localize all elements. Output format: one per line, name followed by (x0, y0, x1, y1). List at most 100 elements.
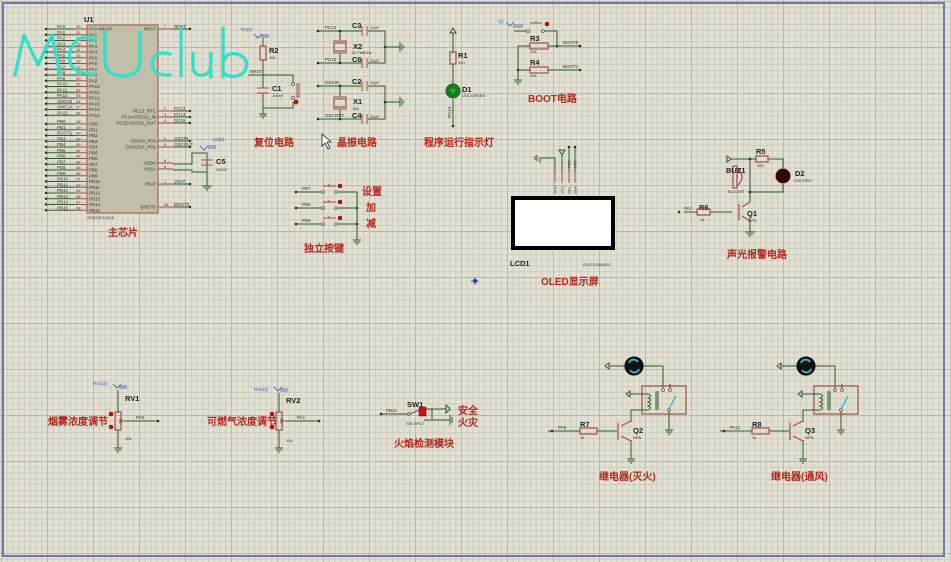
transistor-q1[interactable] (738, 201, 751, 222)
ground-icon (275, 447, 283, 453)
pin-number: 22 (76, 182, 81, 187)
q3-ref: Q3 (805, 426, 815, 435)
c5-probe-label: C5(2) (213, 137, 225, 142)
pot-rv2[interactable]: RV2(2) RV2 PA1 10k 可燃气浓度调节 (207, 386, 321, 453)
r2-ref: R2 (269, 46, 279, 55)
resistor-r1[interactable] (449, 51, 457, 65)
flame-switch-sw1[interactable]: SW1 PB12 SW-SPDT 安全 火灾 火焰检测模块 (379, 400, 479, 450)
capacitor-c5[interactable]: C5 100nF C5(2) (173, 137, 228, 191)
transistor-q3[interactable] (789, 420, 804, 442)
c6-value: 12pF (370, 58, 380, 63)
c5-value: 100nF (216, 167, 228, 172)
ground-icon (514, 79, 522, 85)
led-d2-red[interactable] (775, 168, 791, 184)
title-smoke-adjust: 烟雾浓度调节 (48, 415, 108, 428)
crystal-circuit[interactable]: PC14 PC15 C3 12pF X2 32.768KHz C6 12pF O… (316, 21, 405, 149)
resistor-r4[interactable] (529, 66, 549, 74)
resistor-r3[interactable] (529, 42, 549, 50)
resistor-r5[interactable] (755, 155, 769, 163)
pin-net-label: PB3 (57, 136, 66, 141)
resistor-r7[interactable] (579, 427, 598, 435)
resistor-r6[interactable] (696, 208, 711, 216)
transistor-q2[interactable] (617, 420, 632, 442)
motor-icon[interactable] (624, 356, 644, 376)
capacitor-c1[interactable] (257, 87, 269, 94)
title-alarm: 声光报警电路 (726, 248, 788, 261)
pin-name: PA14 (89, 107, 100, 112)
pin-number: 38 (76, 110, 81, 115)
pin-net-label: PA12 (57, 93, 68, 98)
run-led-circuit[interactable]: R1 300 D1 LED-GREEN PC13 程序运行指示灯 (424, 27, 494, 149)
pot-rv1[interactable]: RV1(2) RV1 PA0 10k 烟雾浓度调节 (48, 381, 160, 453)
rv1-net: PA0 (136, 415, 145, 420)
alarm-circuit[interactable]: PA7 R5 300 D2 LED-RED BUZ1 BUZZER R6 1k … (677, 147, 812, 261)
resistor-r2[interactable] (259, 45, 267, 61)
boot-switch[interactable] (526, 21, 550, 33)
resistor-r8[interactable] (751, 427, 770, 435)
crystal-x2[interactable]: PC14 PC15 C3 12pF X2 32.768KHz C6 12pF (316, 21, 405, 68)
pin-number: 30 (76, 76, 81, 81)
crystal-x1[interactable]: OSCIN OSCOUT C2 12pF X1 8M C4 12pF (316, 77, 405, 124)
pin-name: PA6 (89, 61, 98, 66)
alarm-net: PA7 (684, 206, 693, 211)
reset-circuit[interactable]: R2(2) R2 10k NRST C1 100nF 复位电路 (241, 27, 300, 149)
mcu-body[interactable] (86, 24, 159, 214)
probe-icon (253, 33, 269, 39)
pin-net-label: OSCIN (174, 136, 188, 141)
relay-icon[interactable] (797, 384, 859, 435)
boot-circuit[interactable]: (1) R3 10k R4 10k BOOT0 BOOT1 BOOT电路 (498, 19, 582, 105)
oled-pin-gnd: GND (553, 185, 558, 194)
motor-icon[interactable] (796, 356, 816, 376)
pin-name: PB8 (89, 168, 98, 173)
buzzer-buz1[interactable] (732, 165, 743, 189)
relay-icon[interactable] (625, 384, 687, 435)
reset-button[interactable] (291, 82, 300, 105)
pin-number: 40 (76, 142, 81, 147)
pin-net-label: NRST (174, 24, 187, 29)
pin-number: 7 (164, 24, 167, 29)
